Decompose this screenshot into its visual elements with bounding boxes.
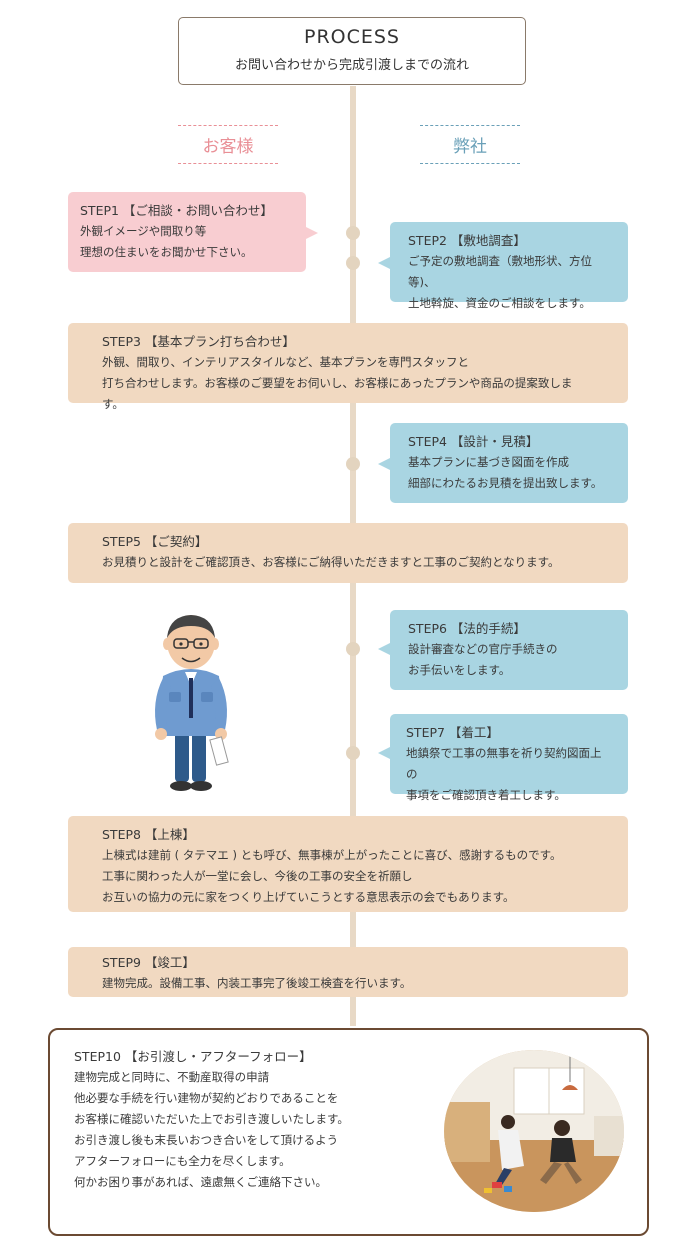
step-text: 外観、間取り、インテリアスタイルなど、基本プランを専門スタッフと bbox=[102, 355, 469, 369]
step-title: STEP10 【お引渡し・アフターフォロー】 bbox=[74, 1049, 312, 1064]
step-title: STEP6 【法的手続】 bbox=[408, 621, 526, 636]
step-title: STEP1 【ご相談・お問い合わせ】 bbox=[80, 203, 273, 218]
column-label-customer: お客様 bbox=[178, 125, 278, 164]
timeline-dot bbox=[346, 226, 360, 240]
timeline-dot bbox=[346, 746, 360, 760]
step-text: 細部にわたるお見積を提出致します。 bbox=[408, 476, 603, 490]
timeline-dot bbox=[346, 642, 360, 656]
step-text: 土地斡旋、資金のご相談をします。 bbox=[408, 296, 591, 310]
step-text: 他必要な手続を行い建物が契約どおりであることを bbox=[74, 1091, 339, 1105]
step-text: 建物完成。設備工事、内装工事完了後竣工検査を行います。 bbox=[102, 976, 412, 990]
callout-arrow bbox=[378, 643, 390, 655]
step-text: ご予定の敷地調査（敷地形状、方位等)、 bbox=[408, 254, 592, 289]
step-title: STEP2 【敷地調査】 bbox=[408, 233, 526, 248]
step-card-5: STEP5 【ご契約】 お見積りと設計をご確認頂き、お客様にご納得いただきますと… bbox=[68, 523, 628, 583]
step-text: 設計審査などの官庁手続きの bbox=[408, 642, 558, 656]
step-title: STEP7 【着工】 bbox=[406, 725, 499, 740]
step-text: 理想の住まいをお聞かせ下さい。 bbox=[80, 245, 253, 259]
step-text: アフターフォローにも全力を尽くします。 bbox=[74, 1154, 291, 1168]
step-text: 外観イメージや間取り等 bbox=[80, 224, 207, 238]
staff-mascot-illustration bbox=[155, 615, 229, 791]
step-title: STEP3 【基本プラン打ち合わせ】 bbox=[102, 334, 295, 349]
step-card-2: STEP2 【敷地調査】 ご予定の敷地調査（敷地形状、方位等)、 土地斡旋、資金… bbox=[390, 222, 628, 310]
step-card-3: STEP3 【基本プラン打ち合わせ】 外観、間取り、インテリアスタイルなど、基本… bbox=[68, 323, 628, 411]
step-card-6: STEP6 【法的手続】 設計審査などの官庁手続きの お手伝いをします。 bbox=[390, 610, 628, 690]
step-title: STEP8 【上棟】 bbox=[102, 827, 195, 842]
step-text: 上棟式は建前 ( タテマエ ) とも呼び、無事棟が上がったことに喜び、感謝するも… bbox=[102, 848, 562, 862]
step-card-1: STEP1 【ご相談・お問い合わせ】 外観イメージや間取り等 理想の住まいをお聞… bbox=[68, 192, 306, 272]
step-title: STEP9 【竣工】 bbox=[102, 955, 195, 970]
family-home-photo bbox=[444, 1050, 624, 1212]
step-text: お見積りと設計をご確認頂き、お客様にご納得いただきますと工事のご契約となります。 bbox=[102, 555, 560, 569]
step-text: お手伝いをします。 bbox=[408, 663, 511, 677]
step-title: STEP4 【設計・見積】 bbox=[408, 434, 539, 449]
step-text: 事項をご確認頂き着工します。 bbox=[406, 788, 566, 802]
page-subtitle: お問い合わせから完成引渡しまでの流れ bbox=[234, 58, 469, 73]
step-text: 何かお困り事があれば、遠慮無くご連絡下さい。 bbox=[74, 1175, 327, 1189]
step-text: 地鎮祭で工事の無事を祈り契約図面上の bbox=[406, 746, 602, 781]
step-text: 基本プランに基づき図面を作成 bbox=[408, 455, 569, 469]
step-card-9: STEP9 【竣工】 建物完成。設備工事、内装工事完了後竣工検査を行います。 bbox=[68, 947, 628, 997]
step-text: お互いの協力の元に家をつくり上げていこうとする意思表示の会でもあります。 bbox=[102, 890, 515, 904]
step-card-7: STEP7 【着工】 地鎮祭で工事の無事を祈り契約図面上の 事項をご確認頂き着工… bbox=[390, 714, 628, 802]
step-card-8: STEP8 【上棟】 上棟式は建前 ( タテマエ ) とも呼び、無事棟が上がった… bbox=[68, 816, 628, 912]
step-card-4: STEP4 【設計・見積】 基本プランに基づき図面を作成 細部にわたるお見積を提… bbox=[390, 423, 628, 503]
callout-arrow bbox=[306, 227, 318, 239]
timeline-dot bbox=[346, 457, 360, 471]
column-label-company: 弊社 bbox=[420, 125, 520, 164]
step-text: お客様に確認いただいた上でお引き渡しいたします。 bbox=[74, 1112, 349, 1126]
step-text: 工事に関わった人が一堂に会し、今後の工事の安全を祈願し bbox=[102, 869, 413, 883]
step-text: お引き渡し後も末長いおつき合いをして頂けるよう bbox=[74, 1133, 339, 1147]
step-text: 打ち合わせします。お客様のご要望をお伺いし、お客様にあったプランや商品の提案致し… bbox=[102, 376, 573, 411]
step-text: 建物完成と同時に、不動産取得の申請 bbox=[74, 1070, 270, 1084]
callout-arrow bbox=[378, 257, 390, 269]
timeline-dot bbox=[346, 256, 360, 270]
process-header: PROCESS お問い合わせから完成引渡しまでの流れ bbox=[178, 17, 526, 85]
callout-arrow bbox=[378, 747, 390, 759]
callout-arrow bbox=[378, 458, 390, 470]
page-title: PROCESS bbox=[303, 26, 400, 48]
step-title: STEP5 【ご契約】 bbox=[102, 534, 208, 549]
